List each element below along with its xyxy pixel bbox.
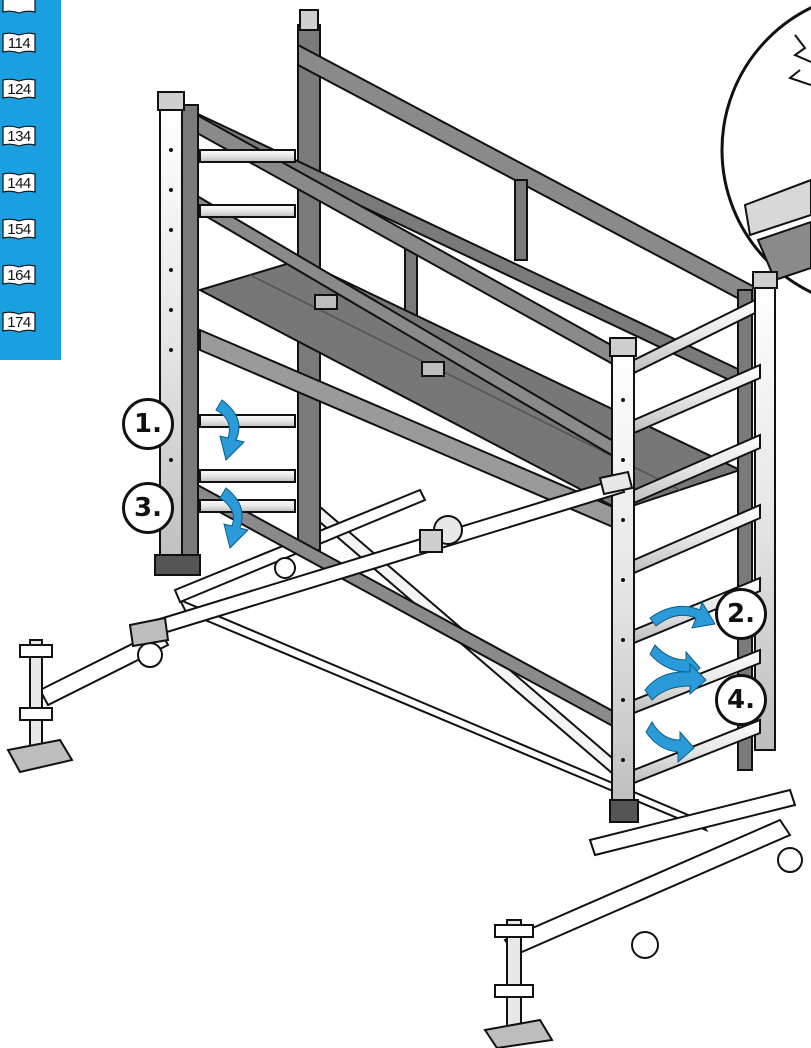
page-index-sidebar: 114 124 134 144 154 164 174 [0, 0, 61, 360]
page-tab-144[interactable]: 144 [2, 172, 36, 194]
rotate-arrow-icon [649, 600, 716, 629]
page-tab-partial[interactable] [2, 0, 36, 14]
book-tab-icon [2, 0, 36, 14]
page-number: 164 [7, 267, 31, 284]
page-number: 124 [7, 81, 31, 98]
page-number: 174 [7, 314, 31, 331]
right-stabiliser [483, 818, 792, 1048]
page-tab-114[interactable]: 114 [2, 32, 36, 54]
castor-wheels [137, 557, 803, 959]
rotate-arrow-icon [215, 399, 245, 461]
book-tab-icon [2, 32, 36, 54]
page-number: 114 [7, 35, 31, 52]
book-tab-icon [2, 78, 36, 100]
rotate-arrow-icon [644, 662, 707, 701]
page-tab-174[interactable]: 174 [2, 311, 36, 333]
book-tab-icon [2, 125, 36, 147]
left-end-frame [154, 91, 296, 576]
page-tab-164[interactable]: 164 [2, 264, 36, 286]
book-tab-icon [2, 218, 36, 240]
step-4-label: 4. [715, 674, 767, 726]
book-tab-icon [2, 264, 36, 286]
page-number: 154 [7, 221, 31, 238]
step-arrows [215, 399, 716, 764]
front-rails [169, 98, 621, 732]
rotate-arrow-icon [219, 487, 249, 549]
step-1-label: 1. [122, 398, 174, 450]
step-2-label: 2. [715, 588, 767, 640]
book-tab-icon [2, 311, 36, 333]
left-stabiliser [6, 628, 170, 774]
diagonal-brace [128, 470, 634, 648]
book-tab-icon [2, 172, 36, 194]
rotate-arrow-icon [645, 721, 695, 764]
page-tab-134[interactable]: 134 [2, 125, 36, 147]
page-number: 144 [7, 175, 31, 192]
detail-magnifier [720, 6, 811, 294]
frame-holes [621, 398, 625, 762]
page-tab-124[interactable]: 124 [2, 78, 36, 100]
page-tab-154[interactable]: 154 [2, 218, 36, 240]
step-3-label: 3. [122, 482, 174, 534]
page-number: 134 [7, 128, 31, 145]
